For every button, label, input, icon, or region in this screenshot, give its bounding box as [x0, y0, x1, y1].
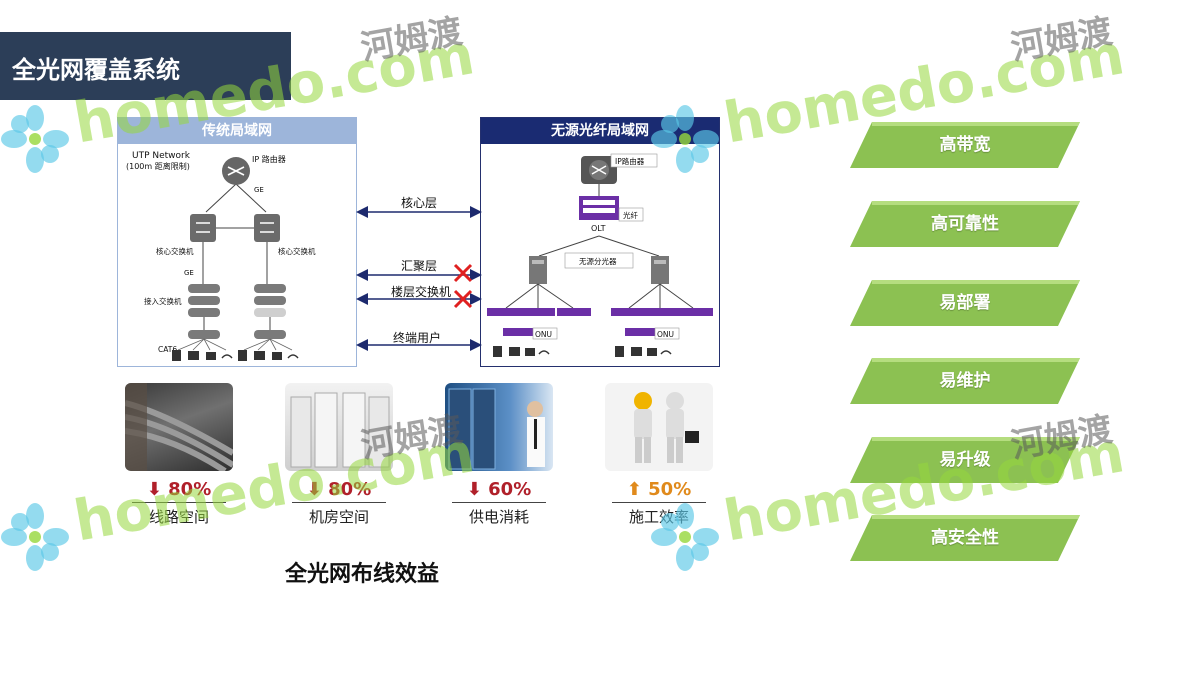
benefit-line-space: ⬇ 80% 线路空间 [124, 479, 234, 527]
benefit-line-space-label: 线路空间 [148, 508, 209, 526]
olt-label: OLT [591, 224, 606, 233]
feature-item: 易升级 [850, 437, 1080, 483]
utp-line1: UTP Network [132, 151, 191, 161]
traditional-lan-panel: 传统局域网 UTP Network (100m 距离限制) IP 路由器 GE … [117, 117, 357, 367]
benefit-power-value: ⬇ 60% [466, 479, 532, 500]
access-switch-stack-right [254, 284, 286, 339]
feature-item: 高带宽 [850, 122, 1080, 168]
onu-right-label: ONU [657, 330, 674, 339]
benefit-room-space-label: 机房空间 [308, 508, 369, 526]
feature-label: 易部署 [939, 293, 991, 313]
left-router-label: IP 路由器 [252, 154, 286, 164]
cat6-label: CAT6 [158, 345, 177, 354]
passive-optical-lan-header: 无源光纤局域网 [481, 118, 719, 144]
layer-comparison-arrows [356, 206, 482, 351]
up-arrow-icon: ⬆ [626, 479, 642, 500]
watermark-cn: 河姆渡 [357, 11, 466, 69]
feature-label: 易维护 [939, 371, 991, 391]
cable-bundle-photo [125, 383, 233, 471]
endpoint-devices-left-icon [172, 350, 233, 361]
core-switch-left-label: 核心交换机 [156, 246, 194, 256]
down-arrow-icon: ⬇ [146, 479, 162, 500]
benefit-power: ⬇ 60% 供电消耗 [444, 479, 554, 527]
flower-logo-icon [1, 104, 69, 173]
feature-item: 高安全性 [850, 515, 1080, 561]
passive-optical-lan-diagram: IP路由器 光纤 OLT 无源分光器 [487, 153, 713, 357]
passive-optical-lan-panel: 无源光纤局域网 IP路由器 光纤 OLT 无源分光器 [480, 117, 720, 367]
feature-label: 易升级 [939, 450, 991, 470]
utp-line2: (100m 距离限制) [126, 161, 190, 171]
ip-router-icon [581, 156, 617, 184]
feature-label: 高安全性 [931, 528, 999, 548]
right-router-label: IP路由器 [615, 156, 645, 166]
server-room-photo [285, 383, 393, 471]
benefit-divider [612, 502, 706, 503]
ge-mid-label: GE [184, 269, 194, 277]
flower-logo-icon [1, 502, 69, 571]
benefit-divider [292, 502, 386, 503]
bottom-caption: 全光网布线效益 [285, 562, 440, 587]
end-user-label: 终端用户 [393, 331, 442, 345]
access-switch-label: 接入交换机 [144, 296, 182, 306]
technician-rack-photo [445, 383, 553, 471]
traditional-lan-header: 传统局域网 [118, 118, 356, 144]
core-switch-right-icon [254, 214, 280, 242]
ge-top-label: GE [254, 186, 264, 194]
handshake-figures-photo [605, 383, 713, 471]
benefit-room-space: ⬇ 80% 机房空间 [284, 479, 394, 527]
aggregation-cross-icon [453, 263, 473, 283]
onu-left-label: ONU [535, 330, 552, 339]
feature-item: 高可靠性 [850, 201, 1080, 247]
benefit-construction: ⬆ 50% 施工效率 [604, 479, 714, 527]
benefit-line-space-value: ⬇ 80% [146, 479, 212, 500]
endpoint-devices-optical-left-icon [493, 346, 550, 357]
feature-item: 易部署 [850, 280, 1080, 326]
watermark-cn: 河姆渡 [1007, 11, 1116, 69]
endpoint-devices-right-icon [238, 350, 299, 361]
traditional-lan-diagram: UTP Network (100m 距离限制) IP 路由器 GE 核心交换机 … [126, 151, 316, 361]
splitter-left-icon [529, 256, 547, 284]
title-bar: 全光网覆盖系统 [0, 32, 291, 100]
feature-item: 易维护 [850, 358, 1080, 404]
olt-icon [579, 196, 619, 220]
fiber-label: 光纤 [623, 210, 638, 220]
down-arrow-icon: ⬇ [466, 479, 482, 500]
feature-label: 高带宽 [939, 135, 991, 155]
benefit-construction-label: 施工效率 [628, 508, 689, 526]
core-switch-left-icon [190, 214, 216, 242]
core-layer-label: 核心层 [401, 196, 438, 210]
endpoint-devices-optical-right-icon [615, 346, 672, 357]
aggregation-layer-label: 汇聚层 [401, 259, 438, 273]
access-switch-stack-left [188, 284, 220, 339]
benefit-divider [452, 502, 546, 503]
benefit-divider [132, 502, 226, 503]
floor-switch-cross-icon [453, 289, 473, 309]
floor-switch-label: 楼层交换机 [391, 285, 452, 299]
core-switch-right-label: 核心交换机 [278, 246, 316, 256]
benefit-power-label: 供电消耗 [468, 508, 529, 526]
slide-title: 全光网覆盖系统 [12, 56, 180, 84]
onu-left-icons [487, 308, 591, 336]
feature-label: 高可靠性 [931, 214, 999, 234]
benefit-room-space-value: ⬇ 80% [306, 479, 372, 500]
down-arrow-icon: ⬇ [306, 479, 322, 500]
router-icon [222, 157, 250, 185]
onu-right-icons [611, 308, 713, 336]
splitter-right-icon [651, 256, 669, 284]
benefit-construction-value: ⬆ 50% [626, 479, 692, 500]
splitter-label: 无源分光器 [579, 256, 617, 266]
